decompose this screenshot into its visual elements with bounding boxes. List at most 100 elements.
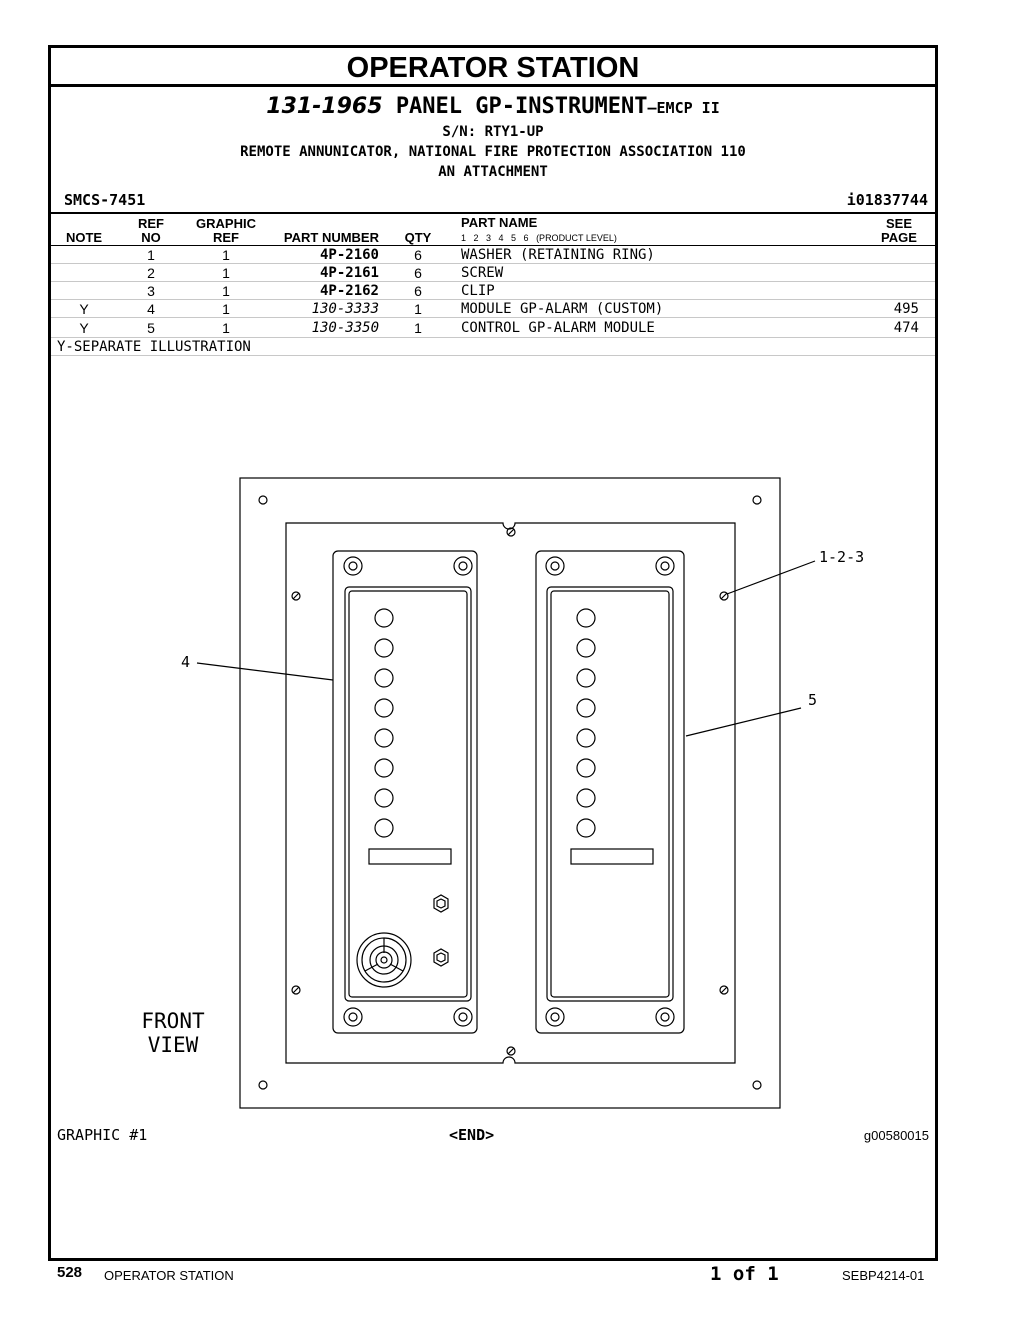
mount-hole — [752, 1080, 762, 1090]
module-5-label-strip — [570, 848, 654, 865]
module-4-corner-screw — [453, 1007, 473, 1027]
indicator-lamp — [576, 818, 596, 838]
page-of: 1 of 1 — [710, 1263, 779, 1285]
row-part-name: SCREW — [461, 265, 504, 281]
module-4-face-outer — [344, 586, 472, 1002]
module-5-lamps — [576, 608, 596, 838]
table-footnote: Y-SEPARATE ILLUSTRATION — [57, 339, 251, 355]
module-4-switch-inner — [436, 898, 446, 909]
part-name: PANEL GP-INSTRUMENT — [395, 94, 648, 119]
document-id: SEBP4214-01 — [842, 1268, 925, 1283]
description-line-2: AN ATTACHMENT — [438, 164, 548, 180]
row-divider — [51, 281, 935, 282]
col-graphic-ref-2: REF — [213, 230, 239, 245]
indicator-lamp — [576, 608, 596, 628]
indicator-lamp — [374, 818, 394, 838]
recess-screw — [506, 1046, 516, 1056]
module-5-corner-screw — [655, 1007, 675, 1027]
graphic-number: GRAPHIC #1 — [57, 1126, 148, 1144]
row-ref-no: 4 — [147, 301, 155, 317]
mount-hole — [258, 495, 268, 505]
row-part-number: 4P-2161 — [319, 265, 379, 281]
recess-screw — [506, 527, 516, 537]
recess-screw — [291, 591, 301, 601]
row-divider — [51, 263, 935, 264]
recess-screw — [719, 591, 729, 601]
col-ref-no-1: REF — [138, 216, 164, 231]
row-ref-no: 3 — [147, 283, 155, 299]
footer-section: OPERATOR STATION — [104, 1268, 234, 1283]
col-ref-no-2: NO — [141, 230, 161, 245]
view-label-line-2: VIEW — [148, 1033, 199, 1057]
part-title: 131-1965 PANEL GP-INSTRUMENT—EMCP II — [51, 94, 935, 119]
row-part-number: 130-3333 — [311, 301, 379, 317]
module-4-horn — [356, 932, 412, 988]
indicator-lamp — [374, 638, 394, 658]
smcs-code: SMCS-7451 — [64, 191, 146, 209]
table-top-rule — [51, 212, 935, 214]
module-5-corner-screw — [545, 1007, 565, 1027]
product-levels: 1 2 3 4 5 6 (PRODUCT LEVEL) — [461, 233, 617, 243]
row-graphic-ref: 1 — [222, 247, 230, 263]
row-part-name: MODULE GP-ALARM (CUSTOM) — [461, 301, 664, 317]
row-ref-no: 1 — [147, 247, 155, 263]
indicator-lamp — [374, 728, 394, 748]
indicator-lamp — [576, 788, 596, 808]
module-4-face — [348, 590, 468, 998]
row-divider — [51, 337, 935, 338]
row-part-number: 130-3350 — [311, 320, 379, 336]
row-see-page: 495 — [893, 301, 919, 317]
panel-recess — [285, 522, 736, 1064]
graphic-id: g00580015 — [863, 1128, 929, 1143]
part-suffix: —EMCP II — [647, 99, 720, 117]
row-part-number: 4P-2160 — [319, 247, 379, 263]
row-note: Y — [79, 320, 89, 336]
module-4-switch — [433, 894, 449, 913]
row-part-name: CONTROL GP-ALARM MODULE — [461, 320, 655, 336]
module-4-switch-inner — [436, 952, 446, 963]
indicator-lamp — [576, 698, 596, 718]
panel-plate — [239, 477, 781, 1109]
row-see-page: 474 — [893, 320, 919, 336]
col-qty: QTY — [404, 230, 432, 245]
indicator-lamp — [374, 608, 394, 628]
module-4-corner-screw — [453, 556, 473, 576]
illustration-id: i01837744 — [846, 191, 928, 209]
row-graphic-ref: 1 — [222, 320, 230, 336]
part-number: 131-1965 — [266, 94, 383, 119]
col-note: NOTE — [65, 230, 103, 245]
module-4-corner-screw — [343, 556, 363, 576]
page-number: 528 — [57, 1264, 83, 1281]
row-graphic-ref: 1 — [222, 301, 230, 317]
col-see-page-1: SEE — [885, 216, 912, 231]
module-4-lamps — [374, 608, 394, 838]
serial-range: S/N: RTY1-UP — [442, 124, 544, 140]
row-part-number: 4P-2162 — [319, 283, 379, 299]
indicator-lamp — [374, 758, 394, 778]
module-4-corner-screw — [343, 1007, 363, 1027]
col-see-page-2: PAGE — [881, 230, 917, 245]
recess-screw — [291, 985, 301, 995]
row-part-name: WASHER (RETAINING RING) — [461, 247, 655, 263]
indicator-lamp — [576, 668, 596, 688]
callout-4: 4 — [181, 653, 190, 671]
module-4-label-strip — [368, 848, 452, 865]
end-marker: <END> — [449, 1126, 495, 1144]
leader-123 — [726, 560, 816, 595]
col-graphic-ref-1: GRAPHIC — [196, 216, 256, 231]
leader-5 — [685, 707, 802, 737]
footnote-divider — [51, 355, 935, 356]
indicator-lamp — [576, 728, 596, 748]
recess-screw — [719, 985, 729, 995]
callout-1-2-3: 1-2-3 — [819, 548, 864, 566]
module-5-corner-screw — [545, 556, 565, 576]
indicator-lamp — [374, 698, 394, 718]
col-part-number: PART NUMBER — [283, 230, 379, 245]
mount-hole — [752, 495, 762, 505]
page-frame: OPERATOR STATION 131-1965 PANEL GP-INSTR… — [48, 45, 938, 1261]
panel-drawing: 1-2-3 4 5 FRONT VIEW — [141, 477, 864, 1109]
module-5-corner-screw — [655, 556, 675, 576]
product-level-label: (PRODUCT LEVEL) — [536, 233, 617, 243]
product-level-numbers: 1 2 3 4 5 6 — [461, 233, 529, 243]
indicator-lamp — [374, 668, 394, 688]
